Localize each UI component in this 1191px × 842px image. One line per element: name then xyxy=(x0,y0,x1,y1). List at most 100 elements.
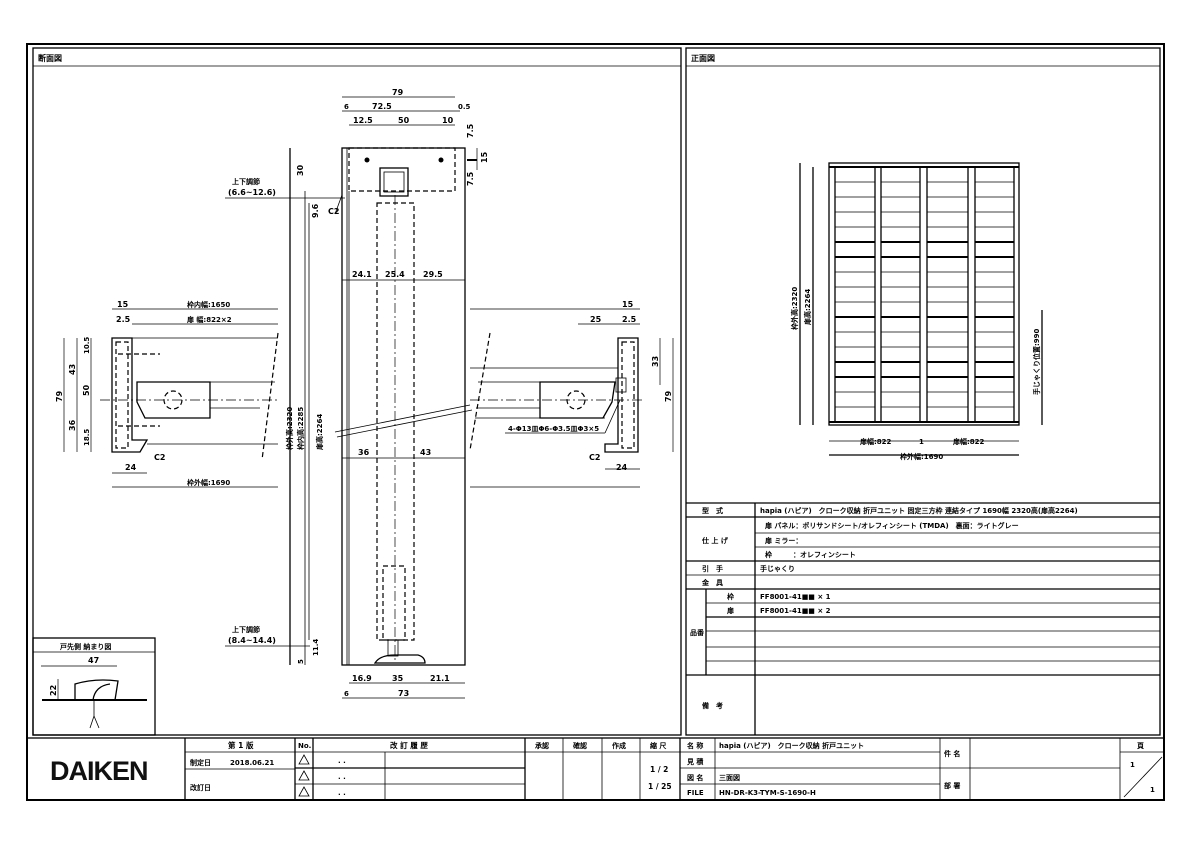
page-current: 1 xyxy=(1130,761,1135,769)
plan-left-view: 15 2.5 79 43 10.5 50 36 18.5 C2 24 枠内幅:1… xyxy=(55,300,280,488)
dim-label: 5 xyxy=(297,659,305,664)
door-panel xyxy=(974,166,1015,423)
scale-value: 1 / 25 xyxy=(648,782,672,791)
page-total: 1 xyxy=(1150,786,1155,794)
estimate-label: 見 積 xyxy=(686,757,704,766)
dim-label: 73 xyxy=(398,689,409,698)
dim-label: 15 xyxy=(117,300,129,309)
remarks-label: 備 考 xyxy=(702,701,723,710)
dim-label: 79 xyxy=(392,88,404,97)
finish-row: 扉 ミラー： xyxy=(764,536,802,545)
revision-header: 改 訂 履 歴 xyxy=(390,740,428,750)
detail-width: 47 xyxy=(88,656,99,665)
established-date: 2018.06.21 xyxy=(230,759,274,767)
finish-row: 枠 ：オレフィンシート xyxy=(765,550,856,559)
dim-label: 79 xyxy=(55,390,64,402)
adjust-bottom-label: 上下調節 xyxy=(232,625,260,634)
revision-row: . . xyxy=(338,789,346,797)
dim-label: 0.5 xyxy=(458,103,471,111)
dim-label: 24 xyxy=(125,463,137,472)
model-label: 型 式 xyxy=(702,506,723,515)
plan-right-view: 15 25 2.5 33 79 C2 24 4-Φ13皿Φ6-Φ3.5皿Φ3×5 xyxy=(469,300,674,488)
screw-note: 4-Φ13皿Φ6-Φ3.5皿Φ3×5 xyxy=(508,425,599,433)
check-label: 確認 xyxy=(573,741,587,750)
dim-label: C2 xyxy=(328,207,339,216)
dept-label: 部 署 xyxy=(944,781,960,790)
title-block: DAIKEN 第 1 版 制定日 2018.06.21 改訂日 No. 改 訂 … xyxy=(26,737,1165,801)
dim-label: 10.5 xyxy=(83,337,91,354)
adjust-top-range: (6.6~12.6) xyxy=(228,188,276,197)
section-view: 79 6 72.5 0.5 12.5 50 10 7.5 15 7.5 30 9… xyxy=(225,88,489,699)
dim-label: 6 xyxy=(344,690,349,698)
dim-label: 36 xyxy=(358,448,370,457)
detail-title: 戸先側 納まり図 xyxy=(60,642,111,651)
dim-label: 24 xyxy=(616,463,628,472)
handle-value: 手じゃくり xyxy=(760,564,795,573)
established-label: 制定日 xyxy=(190,758,211,767)
section-panel-title: 断面図 xyxy=(38,53,62,63)
subject-label: 件 名 xyxy=(944,749,960,758)
dim-label: 18.5 xyxy=(83,429,91,446)
file-value: HN-DR-K3-TYM-S-1690-H xyxy=(719,789,816,797)
create-label: 作成 xyxy=(612,741,626,750)
dim-label: 11.4 xyxy=(312,639,320,656)
section-panel xyxy=(32,47,682,736)
revision-mark-icon xyxy=(298,754,310,797)
dim-label: 79 xyxy=(664,390,673,402)
dim-label: 43 xyxy=(420,448,431,457)
name-value: hapia (ハピア) クローク収納 折戸ユニット xyxy=(719,741,864,750)
revision-row: . . xyxy=(338,773,346,781)
detail-height: 22 xyxy=(49,685,58,696)
dim-label: 33 xyxy=(651,356,660,367)
scale-value: 1 / 2 xyxy=(650,765,668,774)
part-name: 扉 xyxy=(726,606,734,615)
door-height: 扉高:2264 xyxy=(315,414,324,451)
door-panel xyxy=(880,166,921,423)
dim-label: 21.1 xyxy=(430,674,450,683)
door-panel xyxy=(834,166,876,423)
dim-label: 10 xyxy=(442,116,454,125)
front-panel-title: 正面図 xyxy=(691,54,715,63)
door-panel xyxy=(926,166,969,423)
page-label: 頁 xyxy=(1137,742,1144,750)
dim-label: 6 xyxy=(344,103,349,111)
dim-label: 25 xyxy=(590,315,602,324)
frame-inner-width: 枠内幅:1650 xyxy=(187,300,230,309)
front-frame-outer-width: 枠外幅:1690 xyxy=(900,452,943,461)
spec-table: 型 式 hapia (ハピア) クローク収納 折戸ユニット 固定三方枠 連結タイ… xyxy=(686,502,1160,735)
dim-label: 15 xyxy=(480,151,489,163)
dim-label: 30 xyxy=(296,164,305,176)
front-frame-outer-height: 枠外高:2320 xyxy=(790,287,799,330)
no-label: No. xyxy=(298,742,311,750)
dim-label: 15 xyxy=(622,300,634,309)
front-panel xyxy=(685,47,1161,736)
model-value: hapia (ハピア) クローク収納 折戸ユニット 固定三方枠 連結タイプ 16… xyxy=(760,506,1078,515)
door-gap: 1 xyxy=(919,438,924,446)
detail-box: 戸先側 納まり図 47 22 xyxy=(32,637,156,736)
hardware-label: 金 具 xyxy=(701,578,723,587)
dim-label: 36 xyxy=(68,419,77,431)
file-label: FILE xyxy=(687,789,704,797)
dim-label: 2.5 xyxy=(622,315,637,324)
dim-label: 2.5 xyxy=(116,315,131,324)
front-door-height: 扉高:2264 xyxy=(803,289,812,326)
dim-label: C2 xyxy=(154,453,165,462)
approve-label: 承認 xyxy=(535,741,549,750)
part-value: FF8001-41■■ × 1 xyxy=(760,593,831,601)
drawing-value: 三面図 xyxy=(719,773,740,782)
dim-label: 25.4 xyxy=(385,270,405,279)
frame-outer-width: 枠外幅:1690 xyxy=(187,478,230,487)
adjust-top-label: 上下調節 xyxy=(232,177,260,186)
scale-label: 縮 尺 xyxy=(650,741,666,750)
door-width-right: 扉幅:822 xyxy=(952,437,985,446)
dim-label: 50 xyxy=(82,384,91,396)
adjust-bottom-range: (8.4~14.4) xyxy=(228,636,276,645)
part-value: FF8001-41■■ × 2 xyxy=(760,607,831,615)
finish-label: 仕 上 げ xyxy=(701,536,729,545)
dim-label: 7.5 xyxy=(466,171,475,186)
edition: 第 1 版 xyxy=(228,740,254,750)
dim-label: 7.5 xyxy=(466,123,475,138)
door-width-left: 扉幅:822 xyxy=(859,437,892,446)
dim-label: 9.6 xyxy=(311,203,320,218)
